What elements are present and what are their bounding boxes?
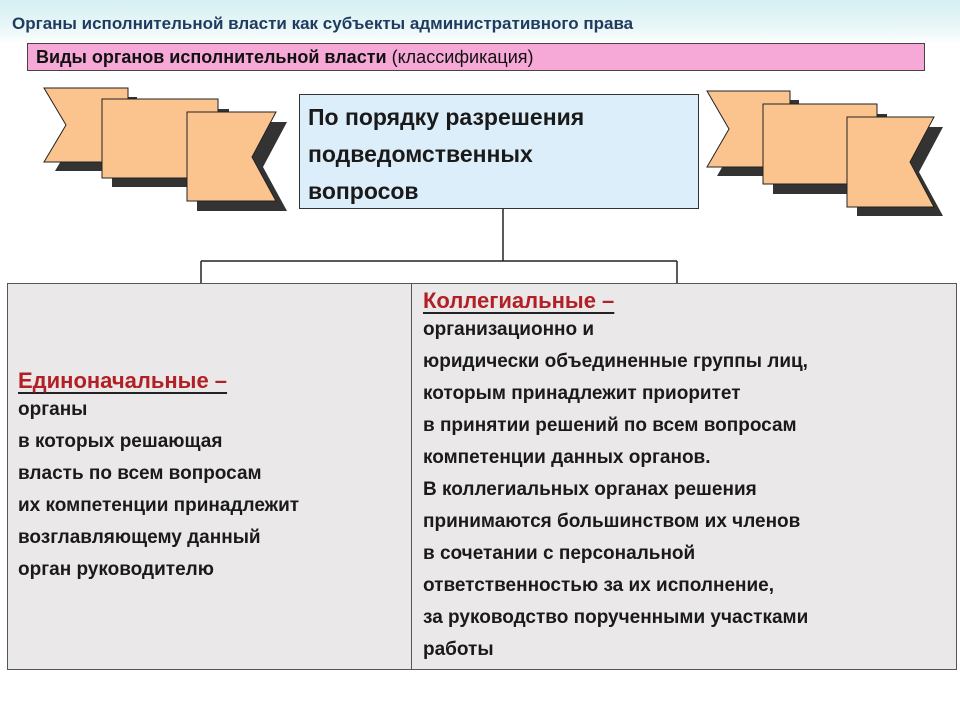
sole-authority-line: власть по всем вопросам [18,463,262,484]
collegial-line: В коллегиальных органах решения [423,479,757,500]
left-flags-decoration [43,87,287,211]
sole-authority-line: органы [18,399,88,420]
sole-authority-heading: Единоначальные – [18,368,228,393]
sole-authority-line: возглавляющему данный [18,527,261,548]
subtitle-normal: (классификация) [391,47,534,67]
connector-lines [200,209,678,283]
criterion-line-3: вопросов [308,178,419,204]
criterion-line-1: По порядку разрешения [308,104,585,130]
collegial-line: ответственностью за их исполнение, [423,575,775,596]
subtitle-bold: Виды органов исполнительной власти [36,47,387,67]
sole-authority-panel: Единоначальные – органы в которых решающ… [7,283,412,670]
collegial-line: которым принадлежит приоритет [423,383,741,404]
collegial-line: юридически объединенные группы лиц, [423,351,808,372]
criterion-line-2: подведомственных [308,141,533,167]
collegial-line: работы [423,639,494,660]
collegial-heading: Коллегиальные – [423,288,615,313]
page-title: Органы исполнительной власти как субъект… [12,14,634,33]
sole-authority-line: орган руководителю [18,559,214,580]
collegial-line: компетенции данных органов. [423,447,711,468]
flag [846,116,935,208]
right-flags-decoration [706,90,943,216]
collegial-line: в принятии решений по всем вопросам [423,415,797,436]
collegial-line: в сочетании с персональной [423,543,696,564]
subtitle-bar: Виды органов исполнительной власти (клас… [27,43,925,71]
title-bar: Органы исполнительной власти как субъект… [0,0,960,44]
collegial-panel: Коллегиальные – организационно и юридиче… [411,283,957,670]
flag [186,111,277,202]
collegial-line: принимаются большинством их членов [423,511,801,532]
collegial-line: организационно и [423,319,595,340]
sole-authority-line: в которых решающая [18,431,223,452]
classification-criterion-box: По порядку разрешения подведомственных в… [299,94,699,209]
sole-authority-line: их компетенции принадлежит [18,495,300,516]
collegial-line: за руководство порученными участками [423,607,809,628]
